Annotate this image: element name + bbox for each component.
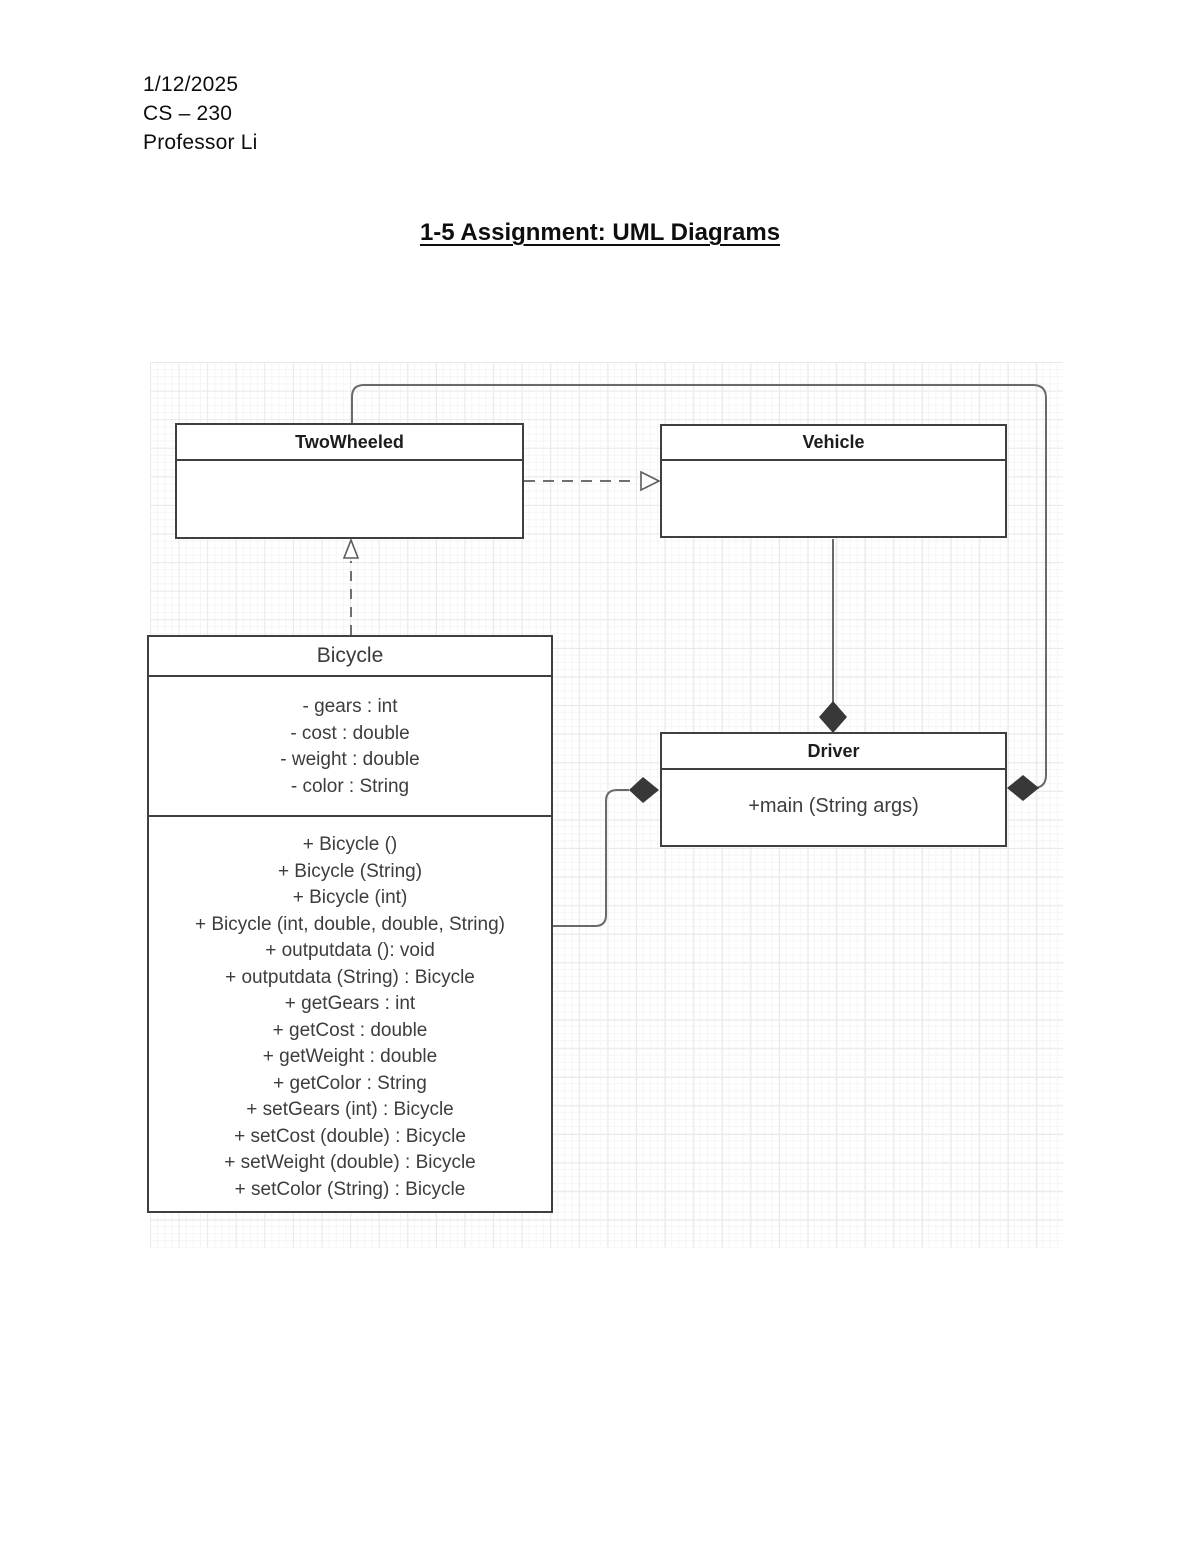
class-methods: + Bicycle () + Bicycle (String) + Bicycl…	[149, 817, 551, 1203]
uml-class-twowheeled: TwoWheeled	[175, 423, 524, 539]
class-name: Bicycle	[316, 644, 384, 667]
method: + Bicycle (String)	[277, 860, 423, 882]
method: + getCost : double	[272, 1019, 428, 1041]
method: + Bicycle ()	[302, 834, 398, 855]
attribute: - gears : int	[302, 696, 398, 717]
class-methods: +main (String args)	[662, 770, 1005, 843]
class-name: Driver	[807, 740, 860, 761]
attribute: - weight : double	[280, 749, 420, 770]
method: + outputdata (String) : Bicycle	[225, 966, 475, 988]
method: +main (String args)	[748, 795, 919, 818]
uml-class-driver: Driver +main (String args)	[660, 732, 1007, 847]
attribute: - color : String	[290, 775, 410, 797]
header-course: CS – 230	[143, 102, 233, 125]
method: + Bicycle (int, double, double, String)	[195, 913, 505, 935]
header-date: 1/12/2025	[143, 73, 239, 96]
method: + getColor : String	[273, 1072, 427, 1094]
document-header: 1/12/2025 CS – 230 Professor Li	[143, 70, 257, 157]
method: + setCost (double) : Bicycle	[234, 1125, 466, 1147]
uml-class-bicycle: Bicycle - gears : int - cost : double - …	[147, 635, 553, 1213]
header-professor: Professor Li	[143, 131, 258, 154]
class-attributes: - gears : int - cost : double - weight :…	[149, 677, 551, 817]
method: + getWeight : double	[262, 1046, 438, 1067]
method: + outputdata (): void	[265, 940, 435, 961]
method: + getGears : int	[284, 993, 416, 1014]
class-header: TwoWheeled	[177, 425, 522, 461]
method: + Bicycle (int)	[292, 887, 408, 908]
method: + setWeight (double) : Bicycle	[224, 1152, 476, 1173]
method: + setGears (int) : Bicycle	[246, 1099, 454, 1120]
class-name: Vehicle	[802, 432, 865, 452]
class-header: Bicycle	[149, 637, 551, 677]
page-title: 1-5 Assignment: UML Diagrams	[419, 219, 781, 246]
method: + setColor (String) : Bicycle	[234, 1178, 466, 1200]
attribute: - cost : double	[290, 722, 410, 744]
class-name: TwoWheeled	[295, 431, 404, 452]
class-header: Driver	[662, 734, 1005, 770]
uml-class-vehicle: Vehicle	[660, 424, 1007, 538]
class-header: Vehicle	[662, 426, 1005, 461]
